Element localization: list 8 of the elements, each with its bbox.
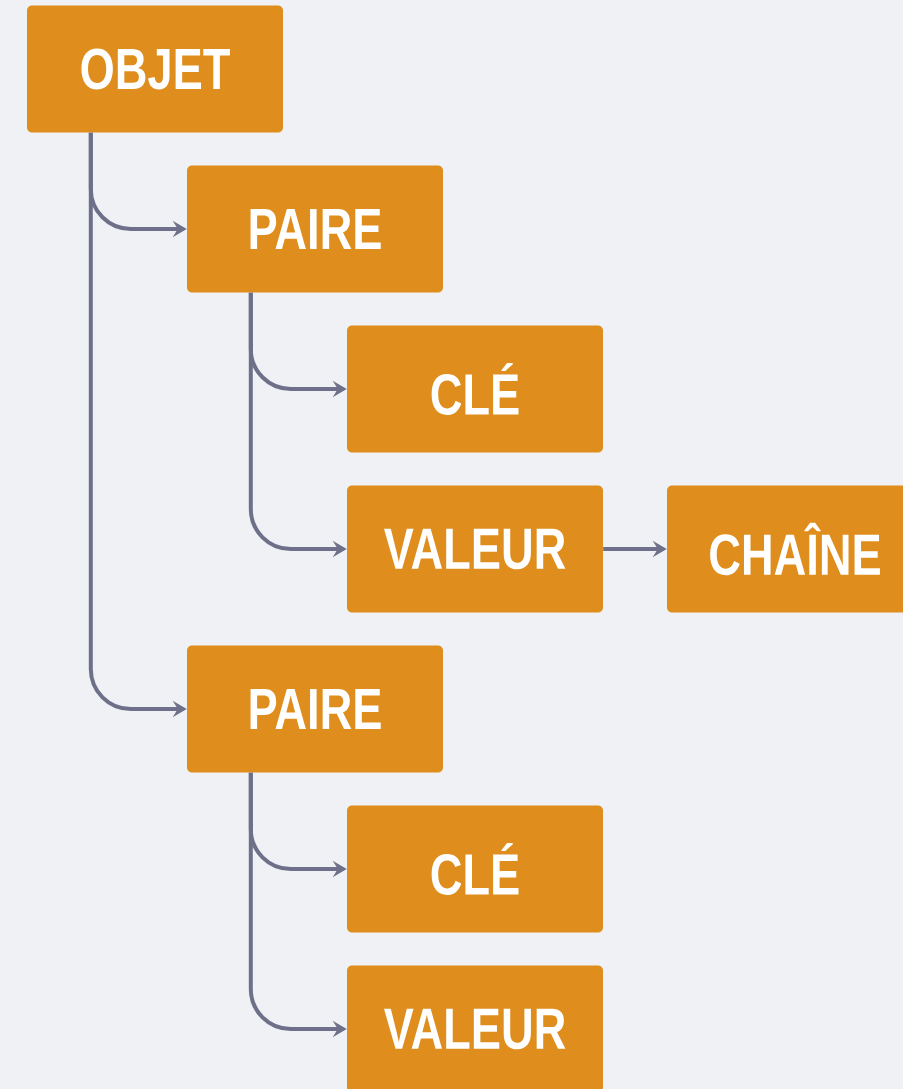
label-box: CLÉ bbox=[347, 325, 603, 453]
label-box: VALEUR bbox=[347, 965, 603, 1089]
label-box: VALEUR bbox=[347, 485, 603, 613]
label-box: PAIRE bbox=[187, 645, 443, 773]
label-box: PAIRE bbox=[187, 165, 443, 293]
label-box: OBJET bbox=[27, 5, 283, 133]
label-box: CHAÎNE bbox=[667, 485, 903, 613]
label-box: CLÉ bbox=[347, 805, 603, 933]
